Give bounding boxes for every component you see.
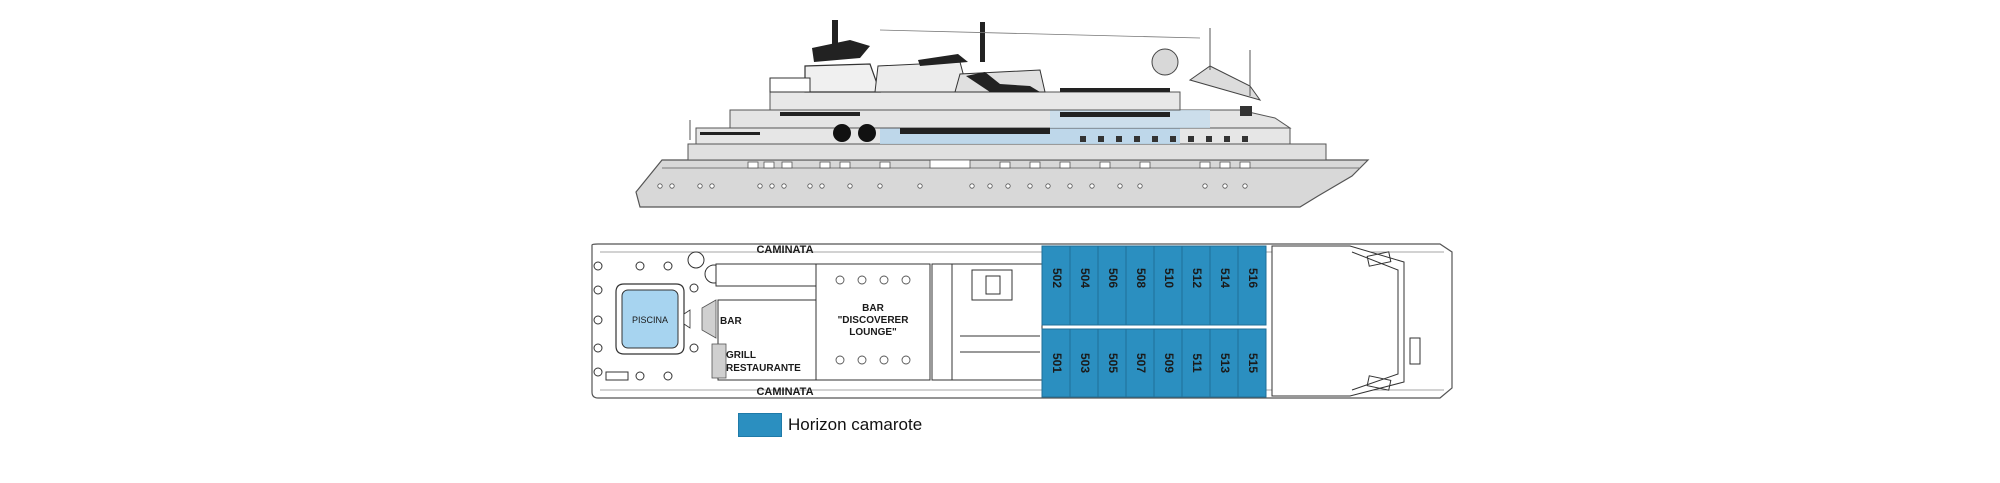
cabin-number: 502 [1050, 268, 1064, 288]
cabin-number: 516 [1246, 268, 1260, 288]
cabin-number: 513 [1218, 353, 1232, 373]
cabin-box[interactable] [1181, 245, 1211, 326]
bar-label: BAR [720, 316, 742, 327]
cabin-number: 506 [1106, 268, 1120, 288]
grill-label-line1: GRILL [726, 350, 756, 361]
cabin-504[interactable]: 504 [1069, 245, 1099, 326]
cabin-number: 501 [1050, 353, 1064, 373]
cabin-number: 508 [1134, 268, 1148, 288]
cabin-509[interactable]: 509 [1153, 328, 1183, 398]
caminata-bottom-label: CAMINATA [756, 386, 813, 398]
cabin-number: 511 [1190, 353, 1204, 373]
bow-area [1271, 245, 1421, 397]
cabin-box[interactable] [1153, 328, 1183, 398]
cabin-510[interactable]: 510 [1153, 245, 1183, 326]
cabin-box[interactable] [1237, 245, 1267, 326]
cabin-501[interactable]: 501 [1041, 328, 1071, 398]
cabin-number: 515 [1246, 353, 1260, 373]
pool-area: PISCINA [615, 283, 691, 355]
cabin-number: 504 [1078, 268, 1092, 288]
cabin-511[interactable]: 511 [1181, 328, 1211, 398]
cabin-number: 510 [1162, 268, 1176, 288]
cabin-box[interactable] [1125, 245, 1155, 326]
bar-grill-area: BAR GRILL RESTAURANTE [701, 263, 817, 381]
grill-label-line2: RESTAURANTE [726, 363, 801, 374]
lounge-label-line3: LOUNGE" [849, 327, 897, 338]
cabin-512[interactable]: 512 [1181, 245, 1211, 326]
cabin-515[interactable]: 515 [1237, 328, 1267, 398]
cabin-516[interactable]: 516 [1237, 245, 1267, 326]
cabin-503[interactable]: 503 [1069, 328, 1099, 398]
cabin-box[interactable] [1209, 328, 1239, 398]
cabins-bottom-row: 501 503 505 507 509 511 513 515 [1041, 328, 1267, 398]
cabin-box[interactable] [1069, 328, 1099, 398]
pool [621, 289, 679, 349]
cabin-506[interactable]: 506 [1097, 245, 1127, 326]
cabins-top-row: 502 504 506 508 510 512 514 516 [1041, 245, 1267, 326]
discoverer-lounge: BAR "DISCOVERER LOUNGE" [815, 263, 931, 381]
cabin-box[interactable] [1097, 245, 1127, 326]
cabin-box[interactable] [1181, 328, 1211, 398]
legend-swatch [738, 413, 782, 437]
cabin-box[interactable] [1153, 245, 1183, 326]
cabin-number: 509 [1162, 353, 1176, 373]
cabin-number: 503 [1078, 353, 1092, 373]
cabin-box[interactable] [1209, 245, 1239, 326]
cabin-number: 505 [1106, 353, 1120, 373]
cabin-505[interactable]: 505 [1097, 328, 1127, 398]
legend: Horizon camarote [738, 412, 922, 438]
lounge-label-line1: BAR [862, 303, 884, 314]
cabin-number: 514 [1218, 268, 1232, 288]
cabin-box[interactable] [1069, 245, 1099, 326]
deck-furniture [593, 251, 724, 381]
piscina-label: PISCINA [632, 315, 668, 325]
deck-plan-layout: PISCINA CAMINATA CAMINATA BAR GRILL REST… [591, 243, 1453, 399]
ship-profile [635, 20, 1370, 208]
cabin-number: 507 [1134, 353, 1148, 373]
cabin-box[interactable] [1237, 328, 1267, 398]
cabin-507[interactable]: 507 [1125, 328, 1155, 398]
cabin-513[interactable]: 513 [1209, 328, 1239, 398]
cabin-514[interactable]: 514 [1209, 245, 1239, 326]
cabin-box[interactable] [1041, 245, 1071, 326]
cabin-502[interactable]: 502 [1041, 245, 1071, 326]
cabin-number: 512 [1190, 268, 1204, 288]
legend-label: Horizon camarote [788, 415, 923, 434]
lounge-label-line2: "DISCOVERER [838, 315, 910, 326]
caminata-top-label: CAMINATA [756, 244, 813, 256]
cabin-508[interactable]: 508 [1125, 245, 1155, 326]
cabin-box[interactable] [1097, 328, 1127, 398]
